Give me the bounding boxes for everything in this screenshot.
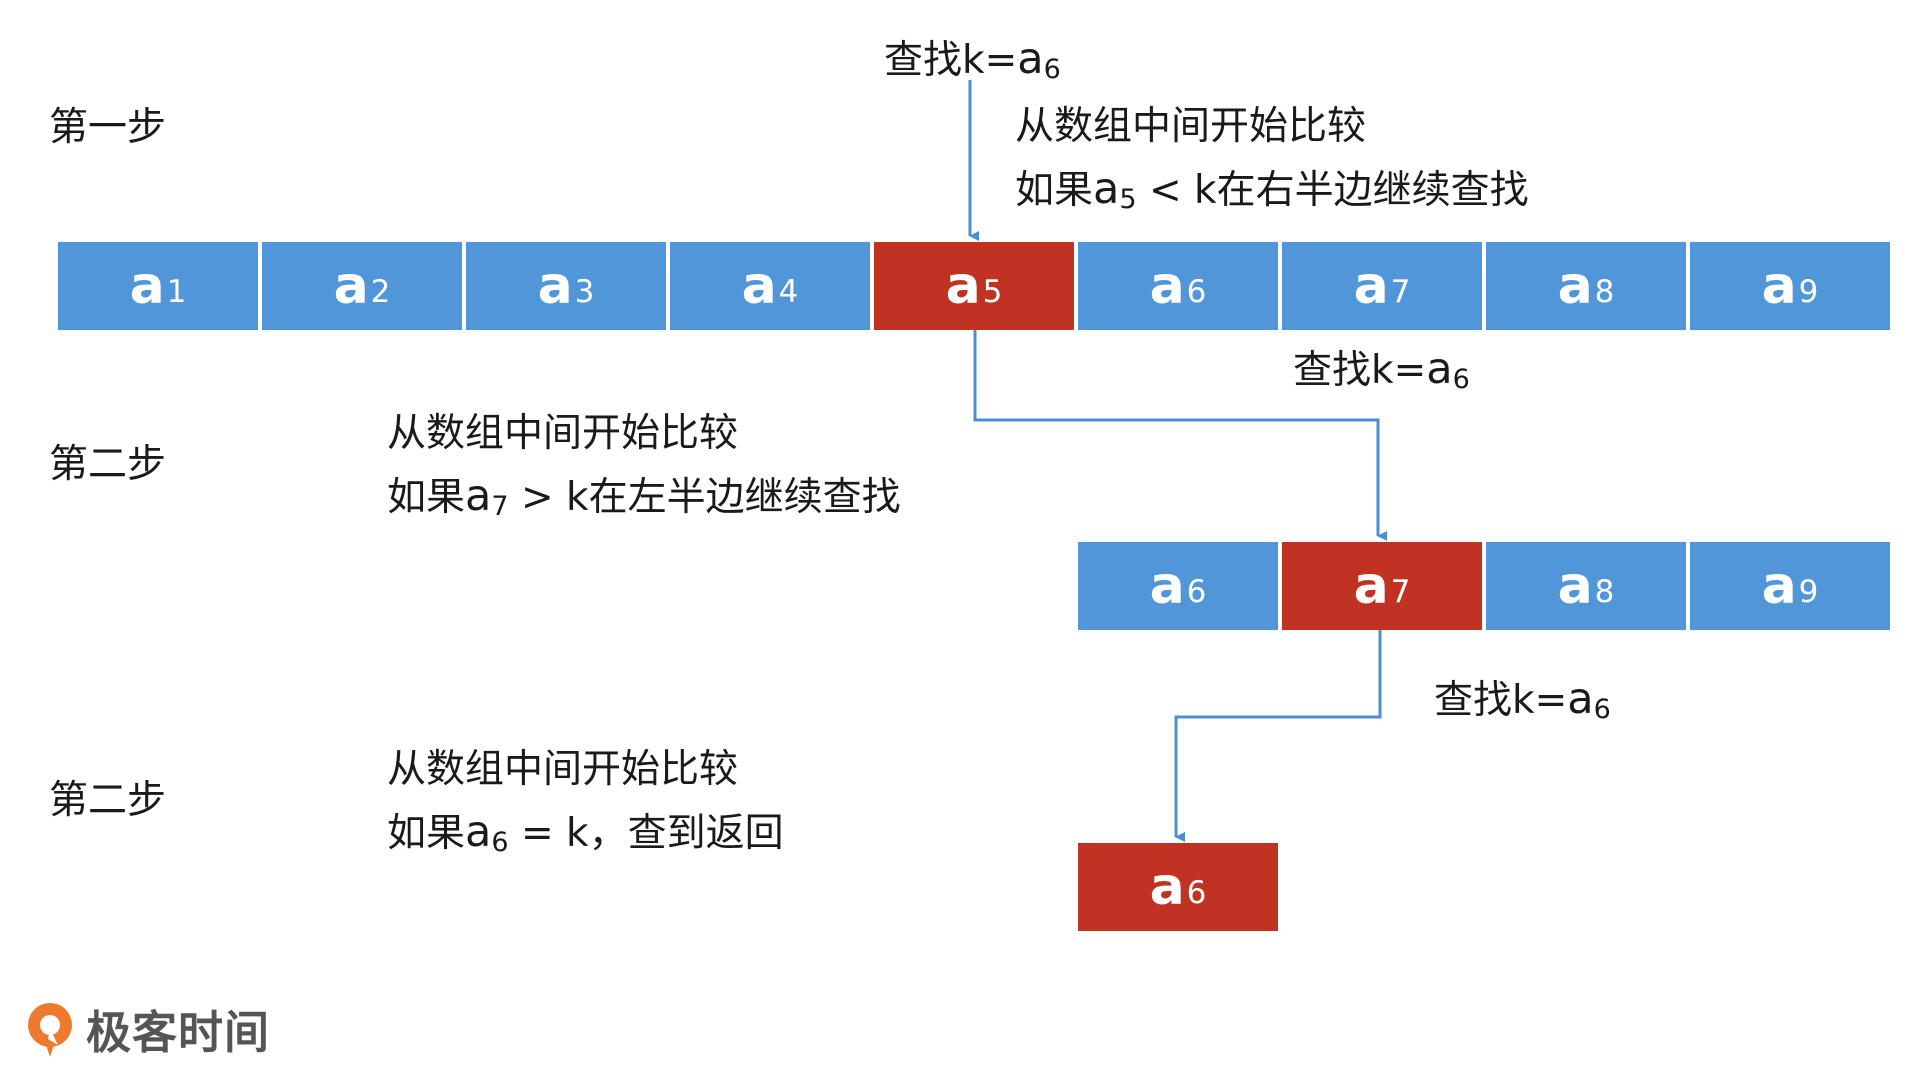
cell-a: a	[741, 256, 777, 316]
step-title-3: 第二步	[49, 778, 167, 823]
query-prefix: 查找k=	[1434, 678, 1568, 723]
cell-sub: 4	[778, 273, 799, 310]
cell-a: a	[333, 256, 369, 316]
cell-a: a	[1149, 556, 1185, 616]
cell-sub: 9	[1798, 573, 1819, 610]
cell-sub: 6	[1186, 573, 1207, 610]
cell-sub: 3	[574, 273, 595, 310]
geekbang-logo: 极客时间	[22, 996, 270, 1061]
cell-sub: 8	[1594, 573, 1615, 610]
query-prefix: 查找k=	[1293, 348, 1427, 393]
query-label-bottom: 查找k=a6	[1434, 678, 1611, 724]
cell-sub: 7	[1390, 573, 1411, 610]
cell-sub: 2	[370, 273, 391, 310]
step-desc-line2: 如果a5 < k在右半边继续查找	[1015, 158, 1529, 226]
cell-a: a	[1761, 256, 1797, 316]
query-a: a	[1017, 34, 1044, 84]
step-desc-line1: 从数组中间开始比较	[387, 411, 739, 456]
step-desc-2: 从数组中间开始比较 如果a7 > k在左半边继续查找	[387, 403, 901, 533]
cell-sub: 9	[1798, 273, 1819, 310]
cell-sub: 1	[166, 273, 187, 310]
desc-suffix: > k在左半边继续查找	[508, 475, 901, 520]
desc-sub: 6	[491, 827, 509, 858]
cell-a: a	[1353, 556, 1389, 616]
cell-a: a	[945, 256, 981, 316]
cell-a: a	[1149, 256, 1185, 316]
query-label-top: 查找k=a6	[884, 38, 1061, 84]
geekbang-logo-icon	[28, 1002, 72, 1057]
query-a: a	[1567, 674, 1594, 724]
desc-suffix: = k，查到返回	[508, 811, 784, 856]
arrow-a7-to-a6	[1174, 630, 1382, 842]
step-desc-3: 从数组中间开始比较 如果a6 = k，查到返回	[387, 739, 784, 869]
step-desc-line1: 从数组中间开始比较	[387, 747, 739, 792]
cell-sub: 5	[982, 273, 1003, 310]
desc-a: a	[1093, 164, 1120, 214]
cell-a: a	[1761, 556, 1797, 616]
cell-sub: 6	[1186, 874, 1207, 911]
desc-prefix: 如果	[387, 475, 466, 520]
desc-prefix: 如果	[1015, 168, 1094, 213]
desc-a: a	[465, 471, 492, 521]
step-desc-line1: 从数组中间开始比较	[1015, 104, 1367, 149]
query-label-middle: 查找k=a6	[1293, 348, 1470, 394]
desc-suffix: < k在右半边继续查找	[1136, 168, 1529, 213]
desc-sub: 7	[491, 491, 509, 522]
query-sub: 6	[1452, 364, 1470, 395]
cell-sub: 8	[1594, 273, 1615, 310]
cell-a: a	[1557, 556, 1593, 616]
cell-a: a	[129, 256, 165, 316]
desc-a: a	[465, 807, 492, 857]
cell-sub: 7	[1390, 273, 1411, 310]
query-sub: 6	[1593, 694, 1611, 725]
arrow-a5-to-a7	[973, 330, 1387, 541]
desc-sub: 5	[1119, 184, 1137, 215]
query-a: a	[1426, 344, 1453, 394]
cell-a: a	[537, 256, 573, 316]
logo-text: 极客时间	[86, 1006, 271, 1059]
step-desc-line2: 如果a7 > k在左半边继续查找	[387, 465, 901, 533]
cell-sub: 6	[1186, 273, 1207, 310]
step-desc-1: 从数组中间开始比较 如果a5 < k在右半边继续查找	[1015, 96, 1529, 226]
cell-a: a	[1557, 256, 1593, 316]
step-title-1: 第一步	[49, 105, 167, 150]
query-sub: 6	[1043, 54, 1061, 85]
step-title-2: 第二步	[49, 442, 167, 487]
step-desc-line2: 如果a6 = k，查到返回	[387, 801, 784, 869]
cell-a: a	[1353, 256, 1389, 316]
query-prefix: 查找k=	[884, 38, 1018, 83]
cell-a: a	[1149, 857, 1185, 917]
desc-prefix: 如果	[387, 811, 466, 856]
